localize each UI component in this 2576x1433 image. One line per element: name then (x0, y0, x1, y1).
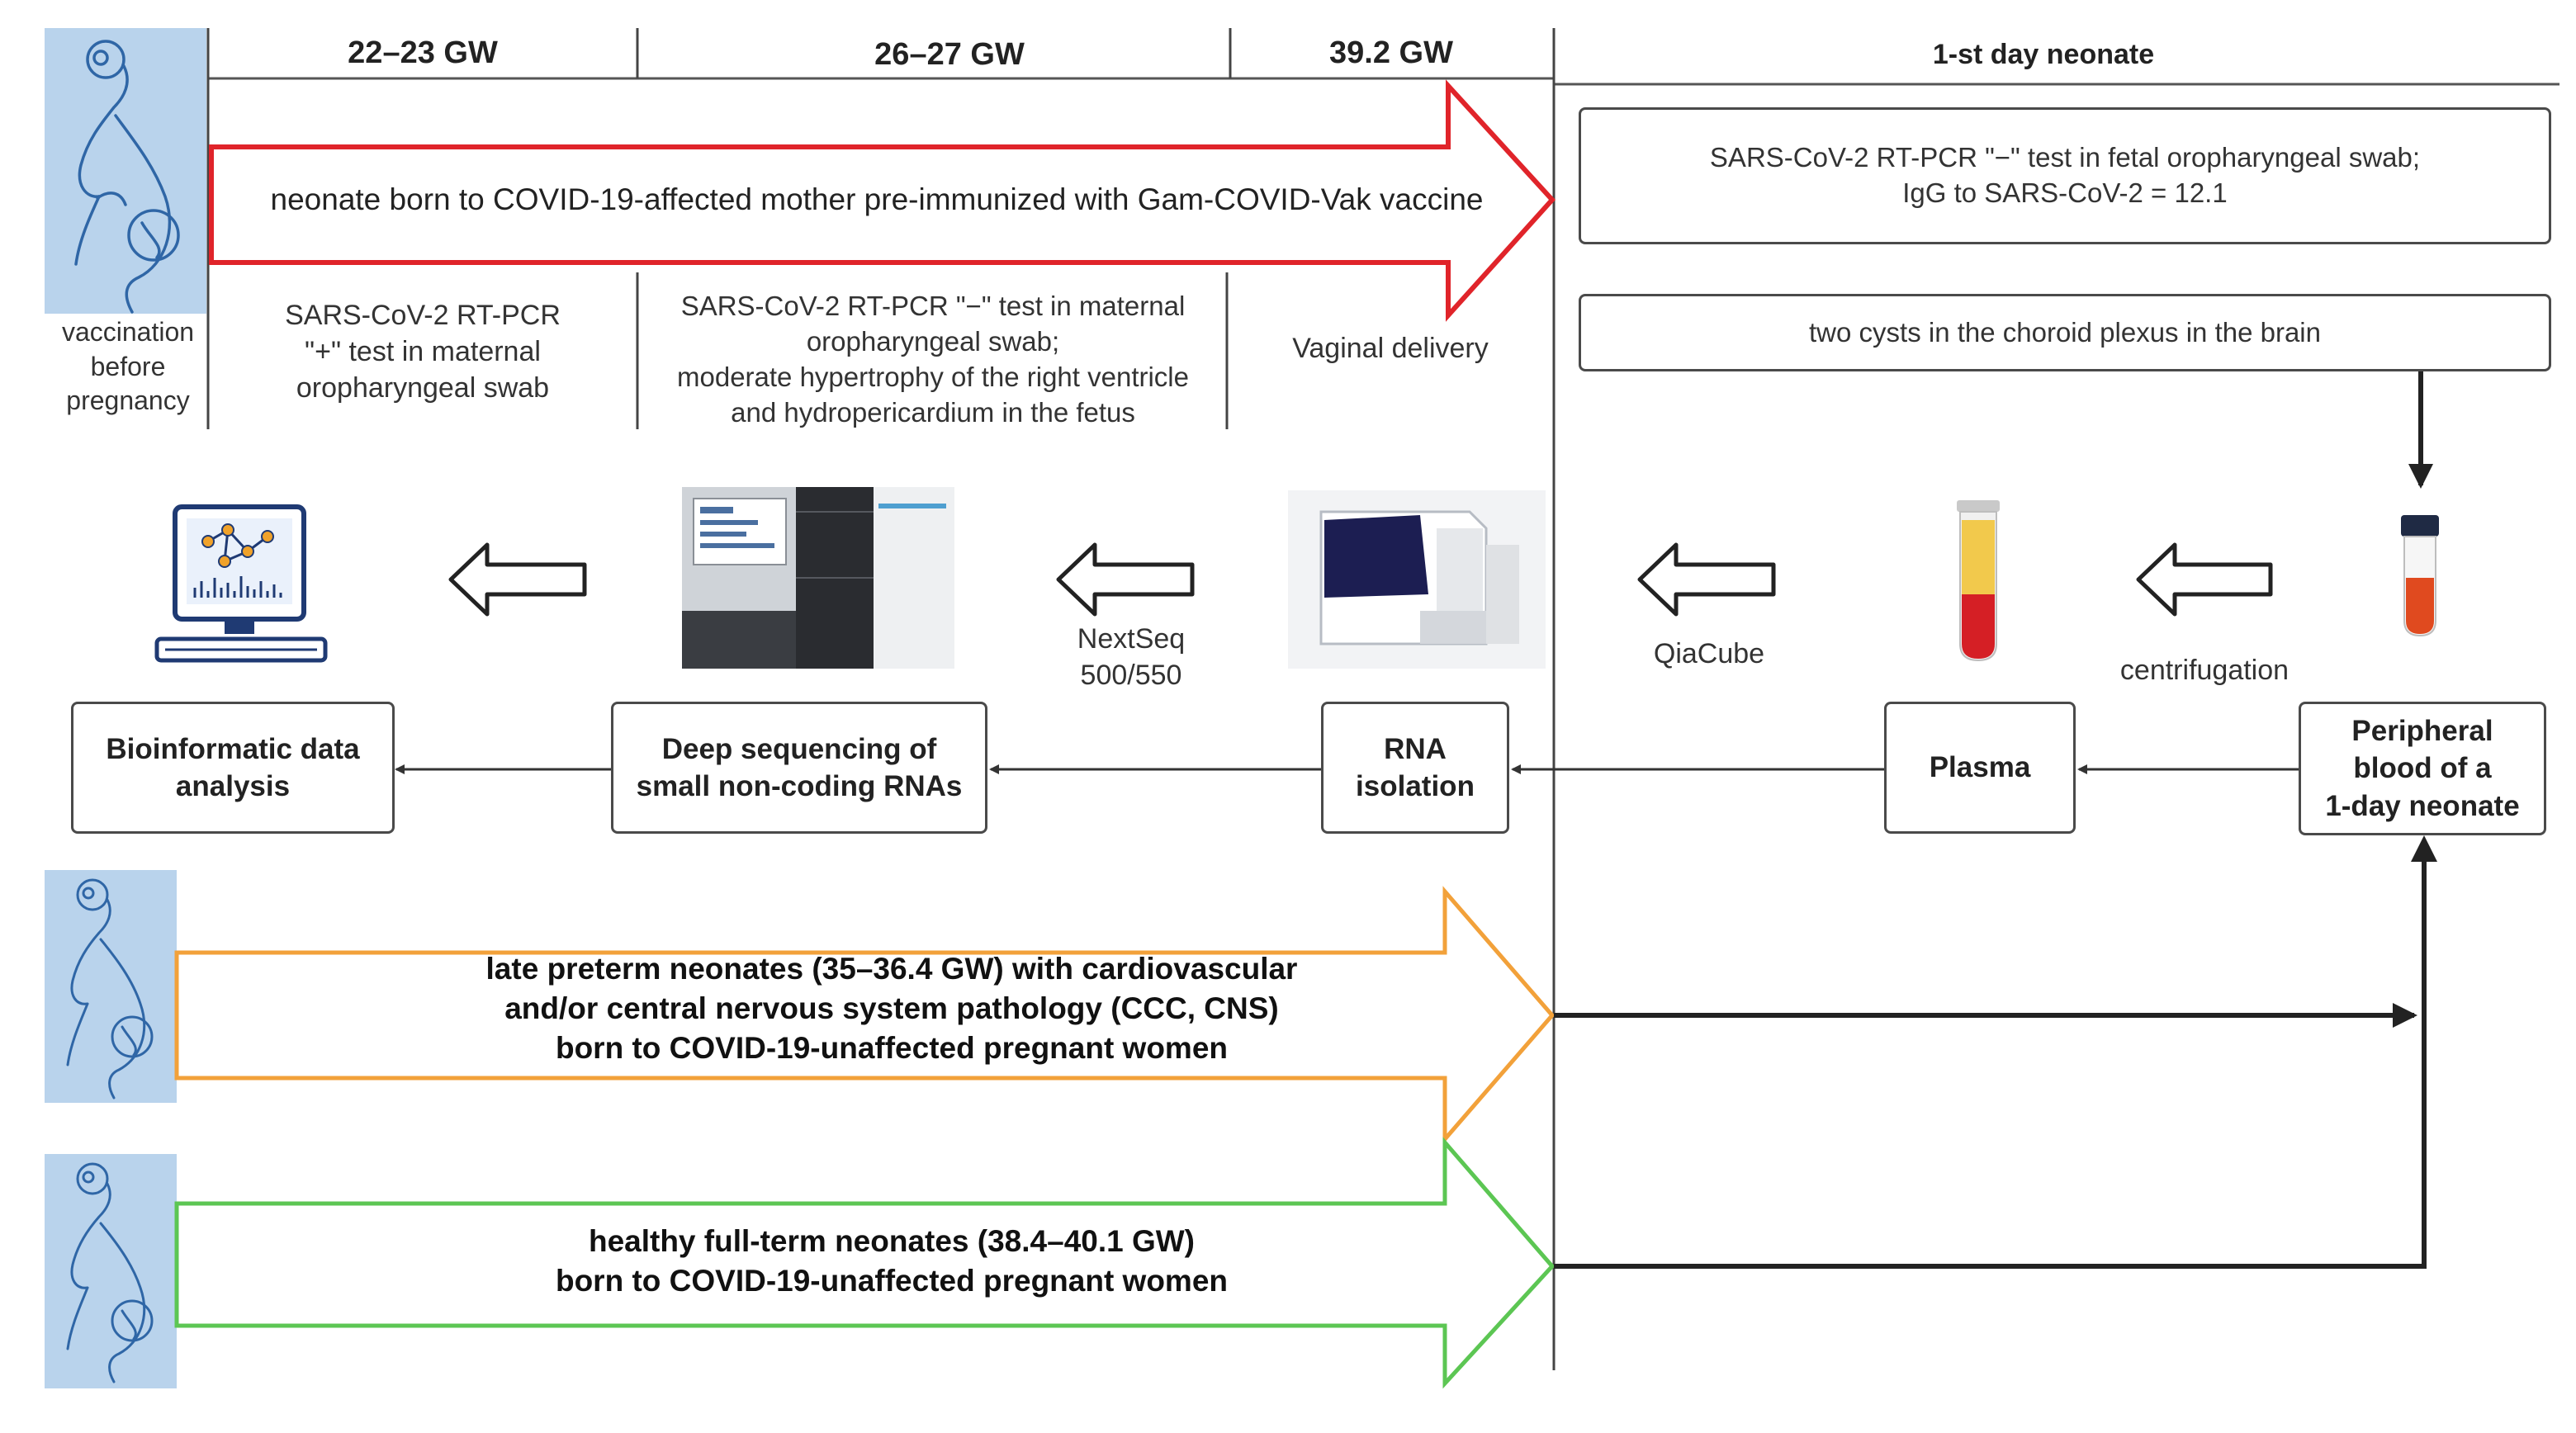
left-arrow-icon (2136, 542, 2273, 617)
note-22-23-gw: SARS-CoV-2 RT-PCR "+" test in maternal o… (285, 300, 561, 404)
neonate-brain-text: two cysts in the choroid plexus in the b… (1809, 316, 2321, 348)
orange-cohort-arrow (174, 886, 1556, 1145)
plasma-tube-icon (1957, 500, 2000, 662)
header-first-day-neonate: 1-st day neonate (1932, 39, 2155, 70)
header-39-2-gw: 39.2 GW (1329, 35, 1453, 70)
node-rna-isolation: RNA isolation (1321, 702, 1509, 834)
timeline-header-lines (206, 28, 2559, 1370)
pregnant-caption: vaccination before pregnancy (61, 317, 195, 416)
node-peripheral-blood: Peripheral blood of a 1-day neonate (2299, 702, 2546, 835)
header-26-27-gw: 26–27 GW (874, 37, 1025, 72)
node-bioinformatic-analysis: Bioinformatic data analysis (71, 702, 395, 834)
neonate-test-text: SARS-CoV-2 RT-PCR "−" test in fetal orop… (1709, 142, 2421, 208)
red-cohort-arrow (209, 79, 1556, 322)
left-arrow-icon (448, 542, 587, 617)
rna-isolation-instrument-icon (1288, 490, 1546, 669)
sequencer-icon (682, 487, 954, 669)
red-arrow-label: neonate born to COVID-19-affected mother… (270, 182, 1484, 216)
green-cohort-arrow (174, 1137, 1556, 1389)
cohort-connectors (1554, 840, 2427, 1269)
node-plasma: Plasma (1884, 702, 2076, 834)
green-arrow-label: healthy full-term neonates (38.4–40.1 GW… (555, 1224, 1229, 1298)
step-label-centrifugation: centrifugation (2119, 655, 2290, 686)
up-arrowhead (2411, 835, 2437, 862)
note-26-27-gw: SARS-CoV-2 RT-PCR "−" test in maternal o… (677, 291, 1189, 428)
orange-arrow-label: late preterm neonates (35–36.4 GW) with … (485, 952, 1298, 1066)
left-arrow-icon (1637, 542, 1776, 617)
note-39-2-gw: Vaginal delivery (1292, 333, 1489, 364)
pregnant-woman-icon (45, 1154, 177, 1388)
pregnant-woman-icon (45, 28, 206, 314)
left-arrow-icon (1056, 542, 1195, 617)
neonate-brain-box: two cysts in the choroid plexus in the b… (1579, 294, 2551, 371)
blood-tube-icon (2401, 515, 2439, 637)
node-deep-sequencing: Deep sequencing of small non-coding RNAs (611, 702, 987, 834)
neonate-test-box: SARS-CoV-2 RT-PCR "−" test in fetal orop… (1579, 107, 2551, 244)
pregnant-woman-icon (45, 870, 177, 1103)
computer-analysis-icon (154, 504, 328, 663)
header-22-23-gw: 22–23 GW (348, 35, 498, 70)
step-label-qiacube: QiaCube (1653, 638, 1765, 669)
step-label-nextseq: NextSeq 500/550 (1077, 623, 1186, 692)
